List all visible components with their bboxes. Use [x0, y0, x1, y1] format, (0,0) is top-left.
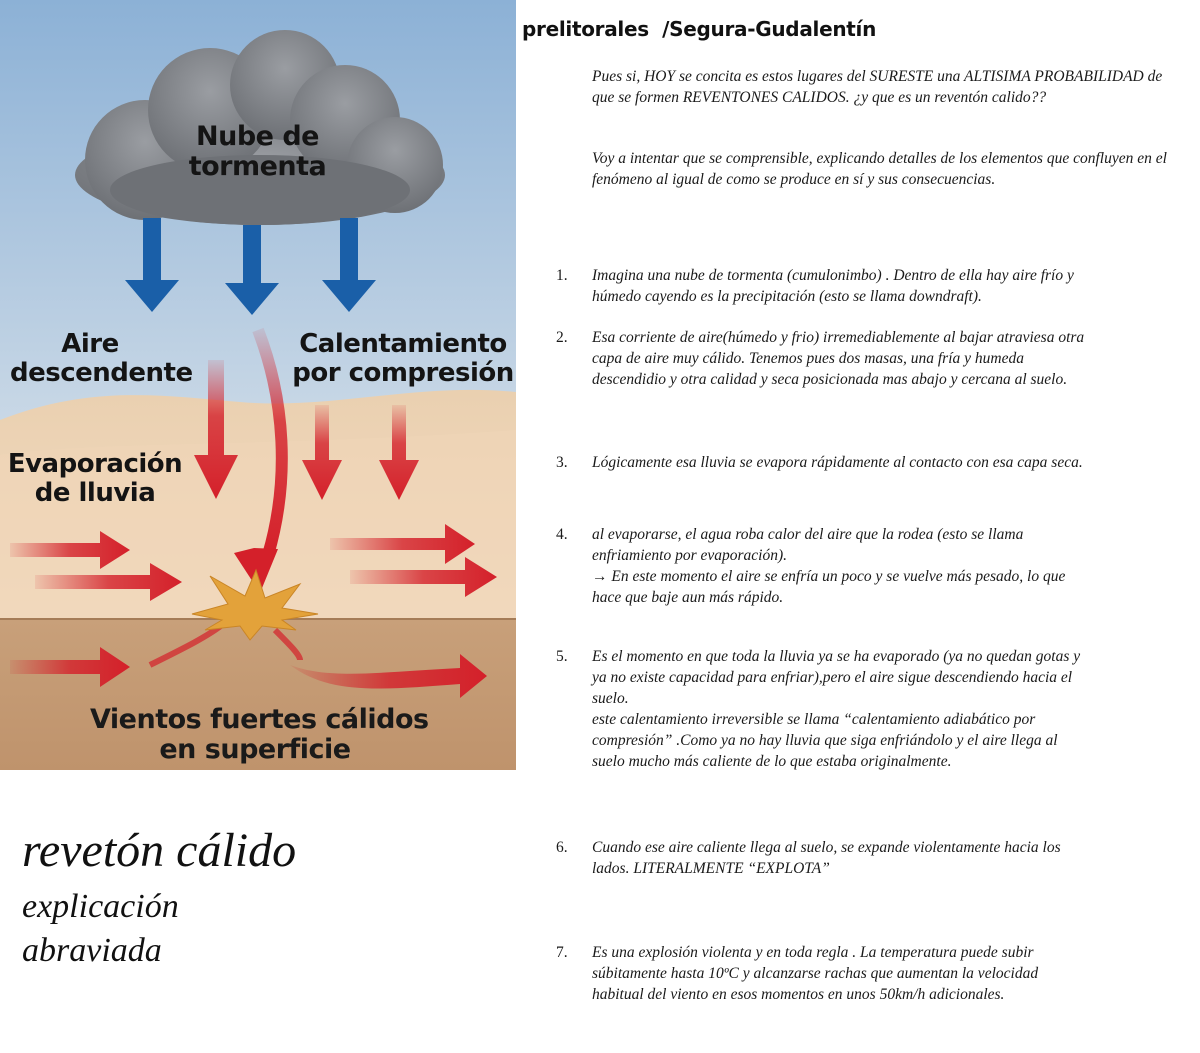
list-item-text: Es una explosión violenta y en toda regl…: [592, 944, 1039, 1003]
hot-air-down-arrows: [194, 327, 419, 593]
compression-label: Calentamiento por compresión: [292, 329, 514, 389]
compression-line1: Calentamiento: [299, 329, 507, 359]
down-arrow-icon: [125, 218, 376, 315]
list-item-number: 1.: [556, 267, 568, 284]
evaporation-line2: de lluvia: [34, 478, 156, 509]
compression-line2: por compresión: [292, 358, 514, 389]
list-item-number: 4.: [556, 526, 568, 543]
list-item-number: 5.: [556, 648, 568, 665]
list-item-number: 7.: [556, 944, 568, 961]
list-item-number: 3.: [556, 454, 568, 471]
list-item-text: Cuando ese aire caliente llega al suelo,…: [592, 839, 1061, 877]
list-item-text: Lógicamente esa lluvia se evapora rápida…: [592, 454, 1083, 471]
document-title: revetón cálido: [22, 824, 297, 877]
surface-winds-label: Vientos fuertes cálidos en superficie: [90, 704, 429, 766]
microburst-diagram: Nube de tormenta Aire descendente Calent…: [0, 0, 516, 770]
descending-air-line2: descendente: [10, 358, 193, 389]
list-item-text: Imagina una nube de tormenta (cumulonimb…: [592, 267, 1074, 305]
storm-cloud-icon: [75, 30, 445, 225]
document-subtitle-line2: abraviada: [22, 932, 162, 969]
list-item-number: 6.: [556, 839, 568, 856]
region-header: prelitorales /Segura-Gudalentín: [522, 17, 877, 41]
ground: [0, 618, 516, 770]
diagram-graphic: [0, 0, 516, 770]
document-subtitle-line1: explicación: [22, 888, 179, 925]
burst-icon: [191, 568, 319, 641]
cloud-label-line1: Nube de: [196, 121, 320, 152]
descending-air-label: Aire descendente: [10, 329, 193, 389]
list-item-text: Esa corriente de aire(húmedo y frio) irr…: [592, 329, 1085, 388]
list-item-text: Es el momento en que toda la lluvia ya s…: [592, 648, 1081, 770]
list-item-text: al evaporarse, el agua roba calor del ai…: [592, 526, 1066, 606]
descending-air-line1: Aire: [61, 329, 119, 359]
right-arrow-icon: [10, 524, 497, 698]
intro-paragraph-1: Pues si, HOY se concita es estos lugares…: [592, 68, 1163, 106]
cloud-label: Nube de tormenta: [150, 121, 365, 183]
evaporation-label: Evaporación de lluvia: [5, 449, 185, 509]
surface-winds-line2: en superficie: [159, 734, 351, 766]
cloud-label-line2: tormenta: [188, 151, 327, 183]
list-item-number: 2.: [556, 329, 568, 346]
surface-winds-line1: Vientos fuertes cálidos: [90, 704, 429, 735]
evaporation-line1: Evaporación: [7, 449, 183, 479]
intro-paragraph-2: Voy a intentar que se comprensible, expl…: [592, 150, 1167, 188]
